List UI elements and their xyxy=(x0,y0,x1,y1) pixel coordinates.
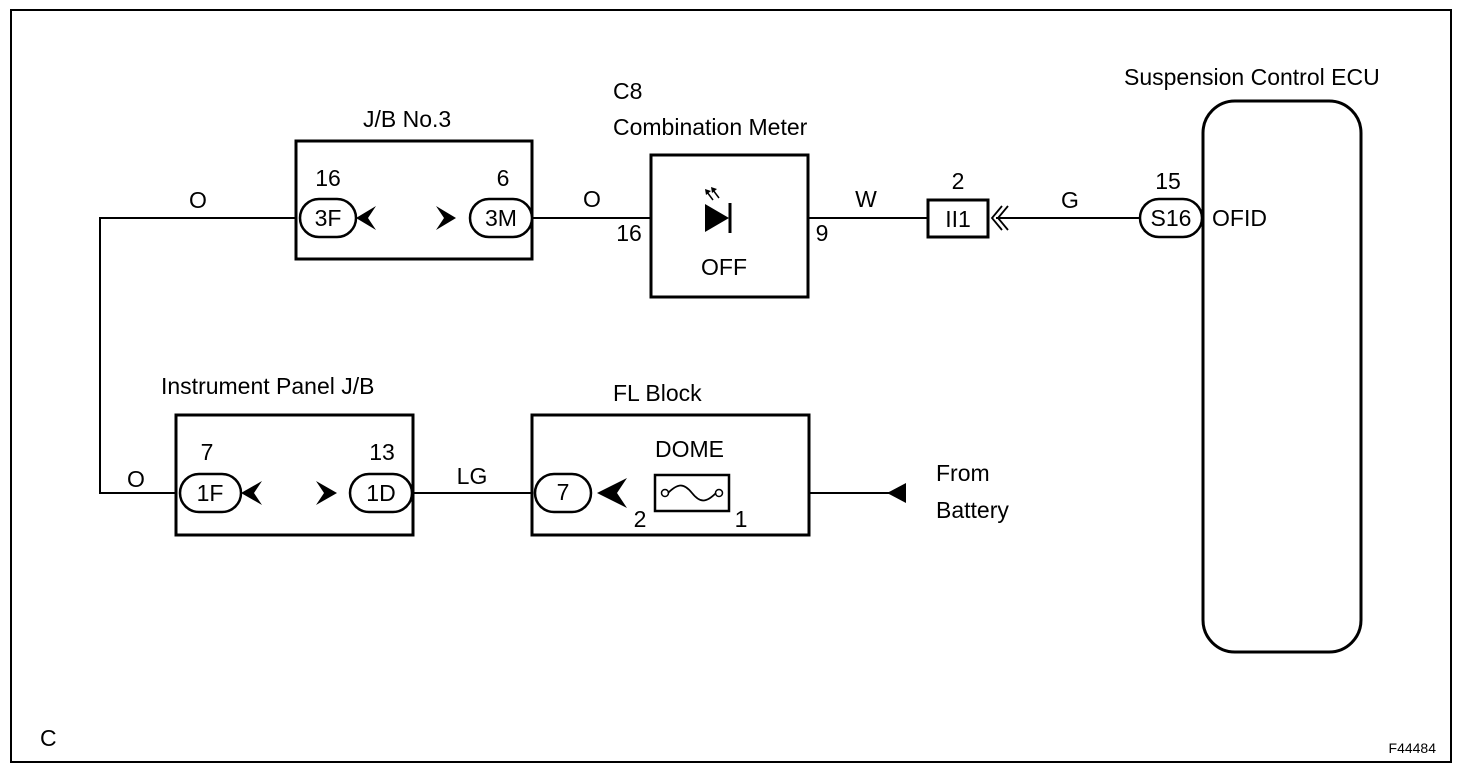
fuse-pin-right: 1 xyxy=(735,506,748,532)
wire-label-bottom-left: O xyxy=(127,466,145,492)
battery-label-line2: Battery xyxy=(936,497,1009,523)
junction-box xyxy=(926,198,990,239)
battery-label-line1: From xyxy=(936,460,990,486)
connector-1d-label: 1D xyxy=(366,480,395,506)
jb3-block: J/B No.3 3F 16 3M 6 xyxy=(294,106,534,261)
wire-label-jb3-meter: O xyxy=(583,186,601,212)
fuse-pin-left: 2 xyxy=(634,506,647,532)
connector-1f-pin: 7 xyxy=(201,439,214,465)
led-icon xyxy=(705,204,729,232)
junction-pin: 2 xyxy=(952,168,965,194)
connector-fl-7-label: 7 xyxy=(557,479,570,505)
connector-s16 xyxy=(1138,197,1204,239)
connector-fl-7 xyxy=(533,472,593,514)
connector-3m xyxy=(468,197,534,239)
meter-title: Combination Meter xyxy=(613,114,808,140)
wire-label-top-left: O xyxy=(189,187,207,213)
fuse-terminal-right xyxy=(714,488,724,498)
connector-1d xyxy=(348,472,414,514)
led-light-rays-icon xyxy=(705,187,720,201)
wire-label-ipjb-fl: LG xyxy=(457,463,488,489)
ecu-terminal-label: OFID xyxy=(1212,205,1267,231)
meter-indicator-label: OFF xyxy=(701,254,747,280)
junction-label: II1 xyxy=(945,206,971,232)
figure-id: F44484 xyxy=(1389,740,1437,756)
connector-1f-chevron-icon xyxy=(241,481,262,505)
fuse-element-icon xyxy=(667,484,717,502)
wire-label-meter-junction: W xyxy=(855,186,877,212)
connector-3f-pin: 16 xyxy=(315,165,341,191)
meter-out-pin: 9 xyxy=(816,220,829,246)
combination-meter-block: C8 Combination Meter OFF 16 9 xyxy=(613,78,829,299)
junction-connector: II1 2 xyxy=(926,168,1009,239)
ipjb-title: Instrument Panel J/B xyxy=(161,373,375,399)
suspension-ecu-block: Suspension Control ECU S16 15 OFID xyxy=(1124,64,1380,654)
connector-3m-pin: 6 xyxy=(497,165,510,191)
wire-color-labels: O O W G O LG xyxy=(127,186,1079,492)
meter-code: C8 xyxy=(613,78,642,104)
diagram-frame xyxy=(10,9,1452,763)
instrument-panel-jb-block: Instrument Panel J/B 1F 7 1D 13 xyxy=(161,373,415,537)
connector-1f-label: 1F xyxy=(197,480,224,506)
fuse-label: DOME xyxy=(655,436,724,462)
fl-title: FL Block xyxy=(613,380,702,406)
connector-3m-label: 3M xyxy=(485,205,517,231)
meter-in-pin: 16 xyxy=(616,220,642,246)
connector-3m-chevron-icon xyxy=(436,206,456,230)
wire-label-junction-ecu: G xyxy=(1061,187,1079,213)
left-vertical-wire xyxy=(99,217,300,494)
connector-s16-label: S16 xyxy=(1151,205,1192,231)
fuse-terminal-left xyxy=(660,488,670,498)
connector-3f-label: 3F xyxy=(315,205,342,231)
corner-label: C xyxy=(40,725,57,751)
connector-1d-pin: 13 xyxy=(369,439,395,465)
connector-fl-chevron-icon xyxy=(597,478,627,508)
ecu-title: Suspension Control ECU xyxy=(1124,64,1380,90)
fl-block: FL Block 7 DOME 2 1 xyxy=(530,380,811,537)
ecu-box xyxy=(1201,99,1363,654)
jb3-title: J/B No.3 xyxy=(363,106,451,132)
connector-s16-pin: 15 xyxy=(1155,168,1181,194)
connector-1d-chevron-icon xyxy=(316,481,337,505)
connector-3f-chevron-icon xyxy=(356,206,376,230)
junction-chevron-icon xyxy=(990,205,1009,231)
battery-arrow-icon xyxy=(887,483,906,503)
battery-source: From Battery xyxy=(887,460,1009,523)
